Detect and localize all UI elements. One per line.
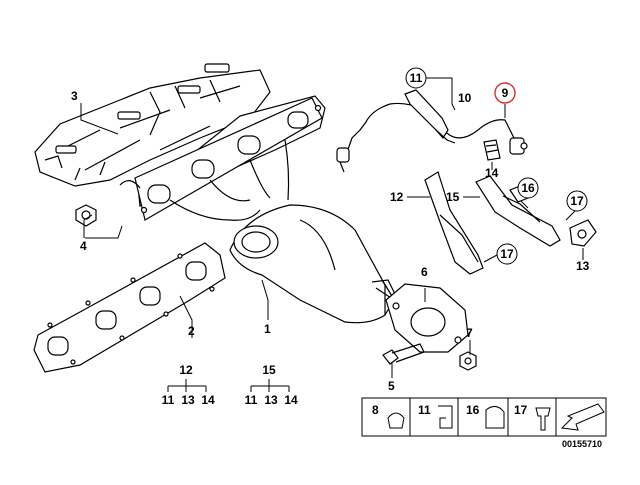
legend-cell-arrow[interactable] [560, 403, 605, 431]
set-15-part-2[interactable]: 13 [264, 393, 278, 407]
set-12-part-2[interactable]: 13 [181, 393, 195, 407]
svg-text:8: 8 [372, 403, 379, 417]
callout-7[interactable]: 7 [466, 326, 473, 340]
callout-9-circled[interactable]: 9 [494, 82, 516, 104]
cable-holder-part-14[interactable] [483, 139, 501, 161]
callout-14[interactable]: 14 [485, 166, 499, 180]
callout-2[interactable]: 2 [188, 324, 195, 338]
set-15-part-3[interactable]: 14 [284, 393, 298, 407]
svg-text:16: 16 [521, 181, 535, 195]
callout-16-circled[interactable]: 16 [517, 177, 539, 199]
set-12-part-3[interactable]: 14 [201, 393, 215, 407]
bracket-part-15[interactable] [475, 175, 561, 247]
callout-10[interactable]: 10 [458, 91, 472, 105]
callout-5[interactable]: 5 [388, 379, 395, 393]
heat-shield-part[interactable] [34, 63, 271, 187]
svg-text:16: 16 [466, 403, 480, 417]
svg-text:17: 17 [570, 194, 584, 208]
legend-cell-16[interactable]: 16 [466, 403, 505, 429]
exhaust-manifold-part[interactable] [119, 95, 326, 221]
callout-17-circled-a[interactable]: 17 [566, 190, 588, 212]
set-15-head[interactable]: 15 [262, 363, 276, 377]
callout-1[interactable]: 1 [264, 322, 271, 336]
svg-text:17: 17 [514, 403, 528, 417]
flange-gasket-part[interactable] [385, 283, 469, 353]
nut-part-4[interactable] [75, 204, 97, 227]
legend-cell-8[interactable]: 8 [372, 403, 405, 429]
callout-3[interactable]: 3 [71, 89, 78, 103]
circled-callouts: 11 9 16 17 17 [405, 67, 588, 265]
sensor-part-13[interactable] [569, 219, 597, 247]
arrow-icon [560, 403, 605, 431]
set-group-12: 12 11 13 14 [162, 363, 215, 407]
clip-icon [438, 405, 453, 429]
bolt-part[interactable] [382, 343, 425, 365]
legend-strip: 8 11 16 17 [361, 397, 607, 437]
callout-11-circled[interactable]: 11 [405, 67, 427, 89]
plug-icon [387, 412, 405, 429]
set-12-part-1[interactable]: 11 [162, 393, 175, 407]
nut-part-7[interactable] [459, 351, 477, 371]
svg-text:11: 11 [410, 71, 423, 85]
diagram-id: 00155710 [562, 439, 602, 449]
callout-15[interactable]: 15 [446, 190, 460, 204]
callout-13[interactable]: 13 [576, 259, 590, 273]
svg-text:11: 11 [418, 403, 431, 417]
manifold-gasket-part[interactable] [33, 242, 226, 373]
screw-icon [535, 407, 551, 431]
bracket-part-11[interactable] [404, 89, 456, 144]
svg-text:9: 9 [502, 86, 509, 100]
legend-cell-11[interactable]: 11 [418, 403, 453, 429]
callout-6[interactable]: 6 [421, 265, 428, 279]
set-15-part-1[interactable]: 11 [245, 393, 258, 407]
callout-17-circled-b[interactable]: 17 [496, 243, 518, 265]
leader-lines [80, 77, 584, 378]
set-12-head[interactable]: 12 [179, 363, 193, 377]
catalytic-converter-part[interactable] [229, 204, 397, 324]
callout-12[interactable]: 12 [390, 190, 404, 204]
svg-text:17: 17 [500, 247, 514, 261]
legend-cell-17[interactable]: 17 [514, 403, 551, 431]
callout-labels: 1 2 3 4 5 6 7 10 12 14 15 13 [71, 89, 590, 393]
clamp-icon [485, 406, 505, 429]
callout-4[interactable]: 4 [80, 239, 87, 253]
bracket-part-12[interactable] [424, 171, 484, 275]
set-group-15: 15 11 13 14 [245, 363, 298, 407]
